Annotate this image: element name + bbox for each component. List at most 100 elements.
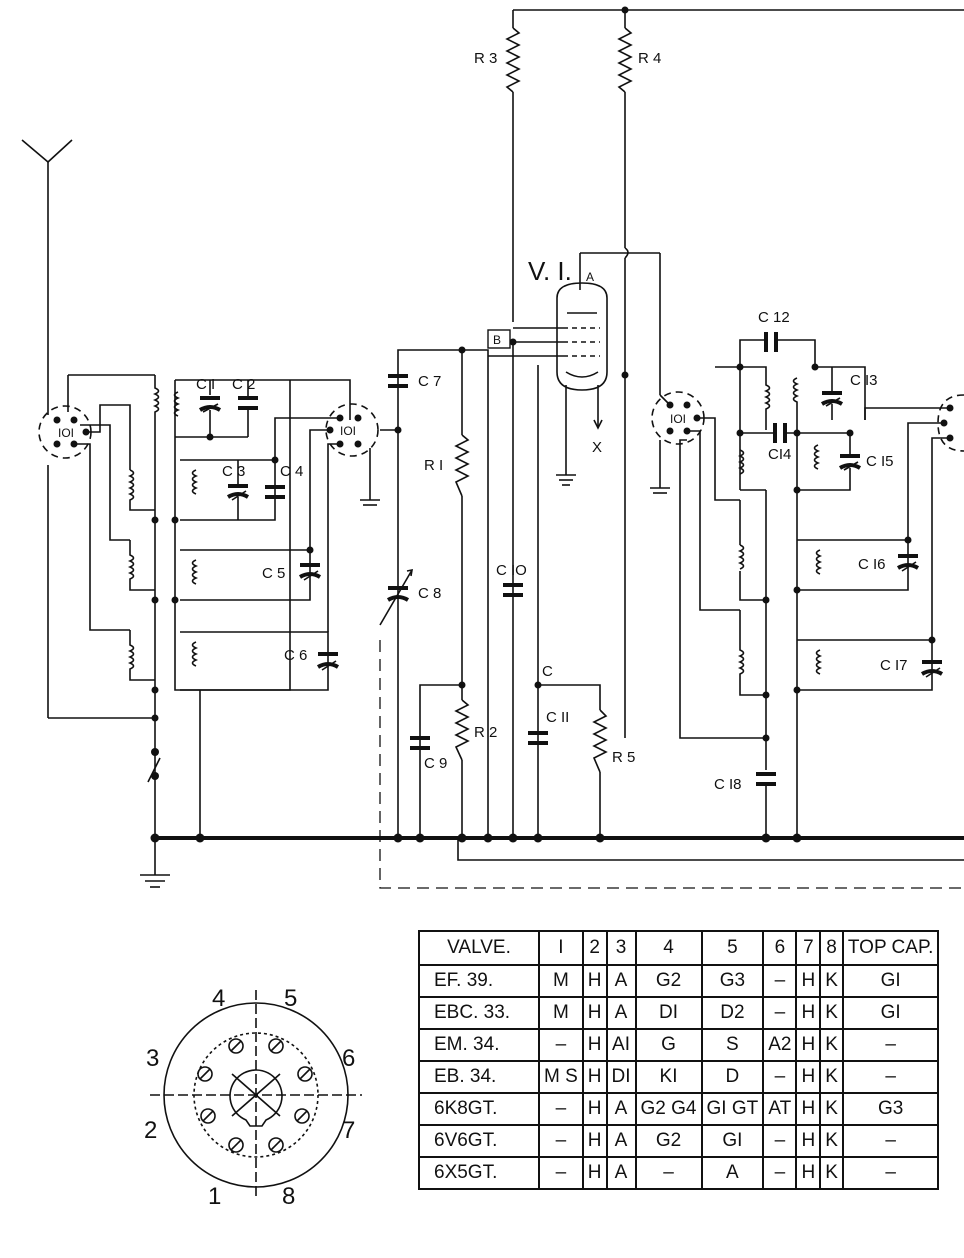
pin-cell: G3 — [700, 964, 765, 998]
svg-text:IOI: IOI — [340, 424, 356, 438]
pin-cell: M S — [538, 1060, 584, 1094]
pin-cell: – — [762, 964, 798, 998]
pin-cell: H — [795, 1028, 822, 1062]
pin-cell: H — [795, 1092, 822, 1126]
pin-cell: GI — [841, 996, 940, 1030]
dashed-gang-link — [379, 640, 964, 889]
valve-name-cell: EB. 34. — [418, 1060, 540, 1094]
pin-cell: A — [700, 1156, 765, 1190]
pin-cell: DI — [634, 996, 703, 1030]
pin-label-7: 7 — [342, 1117, 355, 1144]
agc-line — [457, 838, 964, 861]
pin-label-3: 3 — [146, 1045, 159, 1072]
pin-cell: – — [538, 1124, 584, 1158]
label-c2: C 2 — [232, 376, 255, 393]
table-header: 6 — [762, 930, 798, 966]
label-c18: C I8 — [714, 776, 742, 793]
table-header: VALVE. — [418, 930, 540, 966]
pin-label-5: 5 — [284, 985, 297, 1012]
wave-switch-2: IOI — [274, 403, 380, 632]
resistor-r5 — [592, 709, 608, 773]
table-header: 4 — [634, 930, 703, 966]
label-c14: CI4 — [768, 446, 791, 463]
table-header: 3 — [605, 930, 637, 966]
detector-section — [379, 342, 608, 843]
pin-cell: GI — [841, 964, 940, 998]
pin-label-8: 8 — [282, 1183, 295, 1210]
valve-base-diagram — [150, 990, 362, 1200]
table-header: TOP CAP. — [841, 930, 940, 966]
ht-supply — [505, 6, 964, 738]
table-header: 8 — [819, 930, 844, 966]
label-r3: R 3 — [474, 50, 497, 67]
label-r2: R 2 — [474, 724, 497, 741]
pin-cell: H — [795, 1124, 822, 1158]
pin-cell: K — [819, 996, 844, 1030]
resistor-r4 — [617, 27, 633, 93]
pin-cell: G2 — [634, 964, 703, 998]
label-c4: C 4 — [280, 463, 303, 480]
pin-cell: – — [538, 1156, 584, 1190]
valve-name-cell: 6X5GT. — [418, 1156, 540, 1190]
label-r5: R 5 — [612, 749, 635, 766]
pin-label-1: 1 — [208, 1183, 221, 1210]
pin-cell: S — [700, 1028, 765, 1062]
label-c6: C 6 — [284, 647, 307, 664]
label-c15: C I5 — [866, 453, 894, 470]
resistor-r1 — [454, 434, 470, 497]
label-c5: C 5 — [262, 565, 285, 582]
valve-name-cell: 6K8GT. — [418, 1092, 540, 1126]
ground-bus — [140, 836, 964, 888]
table-header: 7 — [795, 930, 822, 966]
pin-cell: A2 — [762, 1028, 798, 1062]
valve-pin-table: VALVE. I 2 3 4 5 6 7 8 TOP CAP. EF. 39.M… — [418, 930, 940, 1190]
pin-cell: G — [634, 1028, 703, 1062]
pin-cell: H — [581, 1060, 608, 1094]
oscillator-section — [737, 490, 944, 843]
label-c10: C IO — [496, 562, 527, 579]
valve-name-cell: EM. 34. — [418, 1028, 540, 1062]
pin-cell: A — [605, 1124, 637, 1158]
resistor-r2 — [454, 699, 470, 761]
pin-cell: – — [762, 1156, 798, 1190]
pin-cell: AI — [605, 1028, 637, 1062]
pin-cell: H — [581, 964, 608, 998]
table-header: I — [538, 930, 584, 966]
pin-cell: – — [762, 1124, 798, 1158]
label-c17: C I7 — [880, 657, 908, 674]
pin-cell: – — [841, 1028, 940, 1062]
label-anode: A — [586, 270, 594, 284]
pin-cell: H — [581, 1028, 608, 1062]
svg-text:IOI: IOI — [58, 426, 74, 440]
pin-label-2: 2 — [144, 1117, 157, 1144]
pin-cell: AT — [762, 1092, 798, 1126]
pin-label-6: 6 — [342, 1045, 355, 1072]
pin-cell: D — [700, 1060, 765, 1094]
pin-cell: A — [605, 996, 637, 1030]
pin-cell: H — [795, 1060, 822, 1094]
pin-cell: – — [841, 1156, 940, 1190]
pin-cell: H — [795, 996, 822, 1030]
pin-cell: – — [762, 1060, 798, 1094]
pin-cell: H — [581, 1092, 608, 1126]
label-node-x: X — [592, 439, 602, 456]
table-header: 2 — [581, 930, 608, 966]
label-c3: C 3 — [222, 463, 245, 480]
valve-v1 — [487, 282, 608, 486]
pin-label-4: 4 — [212, 985, 225, 1012]
pin-cell: K — [819, 1060, 844, 1094]
pin-cell: M — [538, 964, 584, 998]
pin-cell: A — [605, 1156, 637, 1190]
resistor-r3 — [505, 27, 521, 93]
table-header: 5 — [700, 930, 765, 966]
pin-cell: K — [819, 1156, 844, 1190]
pin-cell: – — [841, 1124, 940, 1158]
pin-cell: K — [819, 1092, 844, 1126]
pin-cell: H — [581, 1124, 608, 1158]
valve-name-cell: EBC. 33. — [418, 996, 540, 1030]
pin-cell: G2 — [634, 1124, 703, 1158]
